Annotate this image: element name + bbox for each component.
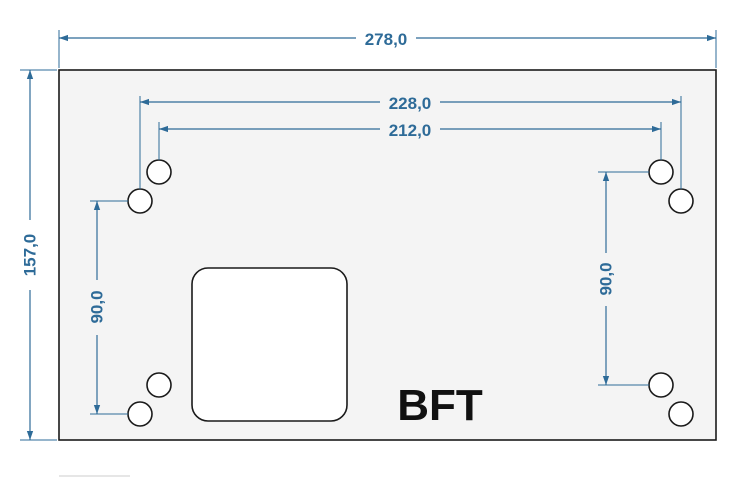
- overall-height-label: 157,0: [21, 234, 40, 277]
- outer-hole-spacing-label: 228,0: [389, 94, 432, 113]
- logo-text: BFT: [397, 381, 483, 430]
- inner-hole-spacing-dimension: 212,0: [158, 121, 662, 160]
- hole-top-left-inner: [146, 159, 172, 185]
- overall-width-dimension: 278,0: [58, 30, 717, 68]
- hole-top-left-outer: [127, 188, 153, 214]
- left-vertical-spacing-dimension: 90,0: [88, 200, 128, 415]
- right-vertical-spacing-label: 90,0: [597, 262, 616, 295]
- inner-hole-spacing-label: 212,0: [389, 121, 432, 140]
- hole-bottom-right-inner: [648, 372, 674, 398]
- outer-hole-spacing-dimension: 228,0: [139, 94, 682, 189]
- right-vertical-spacing-dimension: 90,0: [597, 171, 649, 386]
- hole-bottom-left-inner: [146, 372, 172, 398]
- overall-height-dimension: 157,0: [20, 69, 57, 441]
- hole-bottom-right-outer: [668, 401, 694, 427]
- hole-bottom-left-outer: [127, 401, 153, 427]
- hole-top-right-outer: [668, 188, 694, 214]
- hole-top-right-inner: [648, 159, 674, 185]
- left-vertical-spacing-label: 90,0: [88, 290, 107, 323]
- square-cutout: [191, 267, 348, 422]
- overall-width-label: 278,0: [365, 30, 408, 49]
